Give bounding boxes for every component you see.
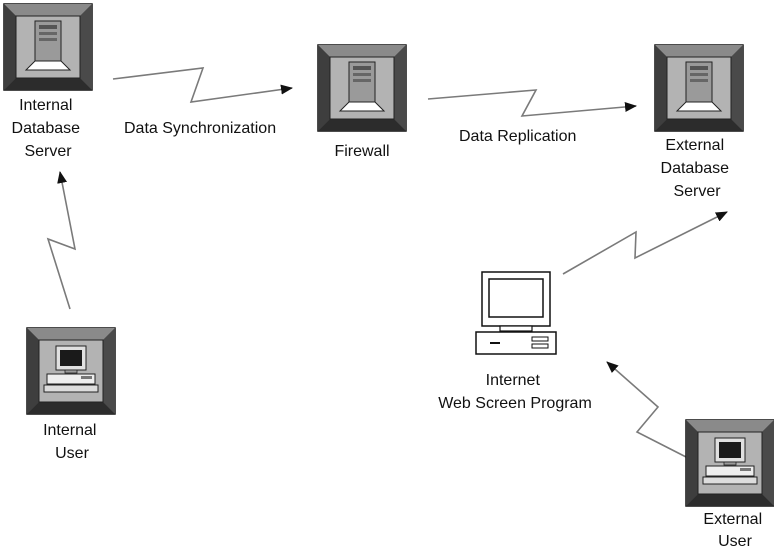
firewall-label: Firewall: [334, 143, 389, 160]
internal-db-label-line1: Internal: [19, 97, 72, 114]
internal-database-server-node: Internal Database Server: [3, 3, 93, 160]
replication-connector: [427, 89, 637, 117]
internal-user-to-db-connector: [46, 171, 77, 310]
svg-text:External User: External User: [703, 511, 766, 550]
svg-text:Internal Database: Internal Database Server: [12, 97, 85, 160]
firewall-node: Firewall: [317, 44, 407, 160]
external-user-node: External User: [685, 419, 774, 550]
web-program-label-line2: Web Screen Program: [438, 395, 592, 412]
external-db-label-line3: Server: [673, 183, 721, 200]
svg-text:Internet Web Screen Prog: Internet Web Screen Program: [438, 372, 592, 412]
external-db-label-line1: External: [665, 137, 724, 154]
internal-user-node: Internal User: [26, 327, 116, 462]
data-synchronization-label: Data Synchronization: [124, 120, 276, 137]
internal-db-label-line2: Database: [12, 120, 81, 137]
svg-text:Firewall: Firewall: [334, 143, 389, 160]
data-replication-label: Data Replication: [459, 128, 576, 145]
internal-db-label-line3: Server: [24, 143, 72, 160]
web-screen-program-node: Internet Web Screen Program: [438, 271, 592, 412]
external-db-label-line2: Database: [661, 160, 730, 177]
external-user-to-web-connector: [606, 361, 691, 460]
external-database-server-node: External Database Server: [654, 44, 744, 200]
internal-user-label-line1: Internal: [43, 422, 96, 439]
desktop-computer-icon: [475, 271, 557, 355]
web-program-label-line1: Internet: [486, 372, 541, 389]
external-user-label-line2: User: [718, 533, 752, 550]
svg-text:External Database: External Database Server: [661, 137, 734, 200]
internal-user-label-line2: User: [55, 445, 89, 462]
sync-connector: [112, 67, 293, 103]
external-user-label-line1: External: [703, 511, 762, 528]
web-to-external-db-connector: [562, 211, 728, 275]
svg-text:Internal User: Internal User: [43, 422, 101, 462]
